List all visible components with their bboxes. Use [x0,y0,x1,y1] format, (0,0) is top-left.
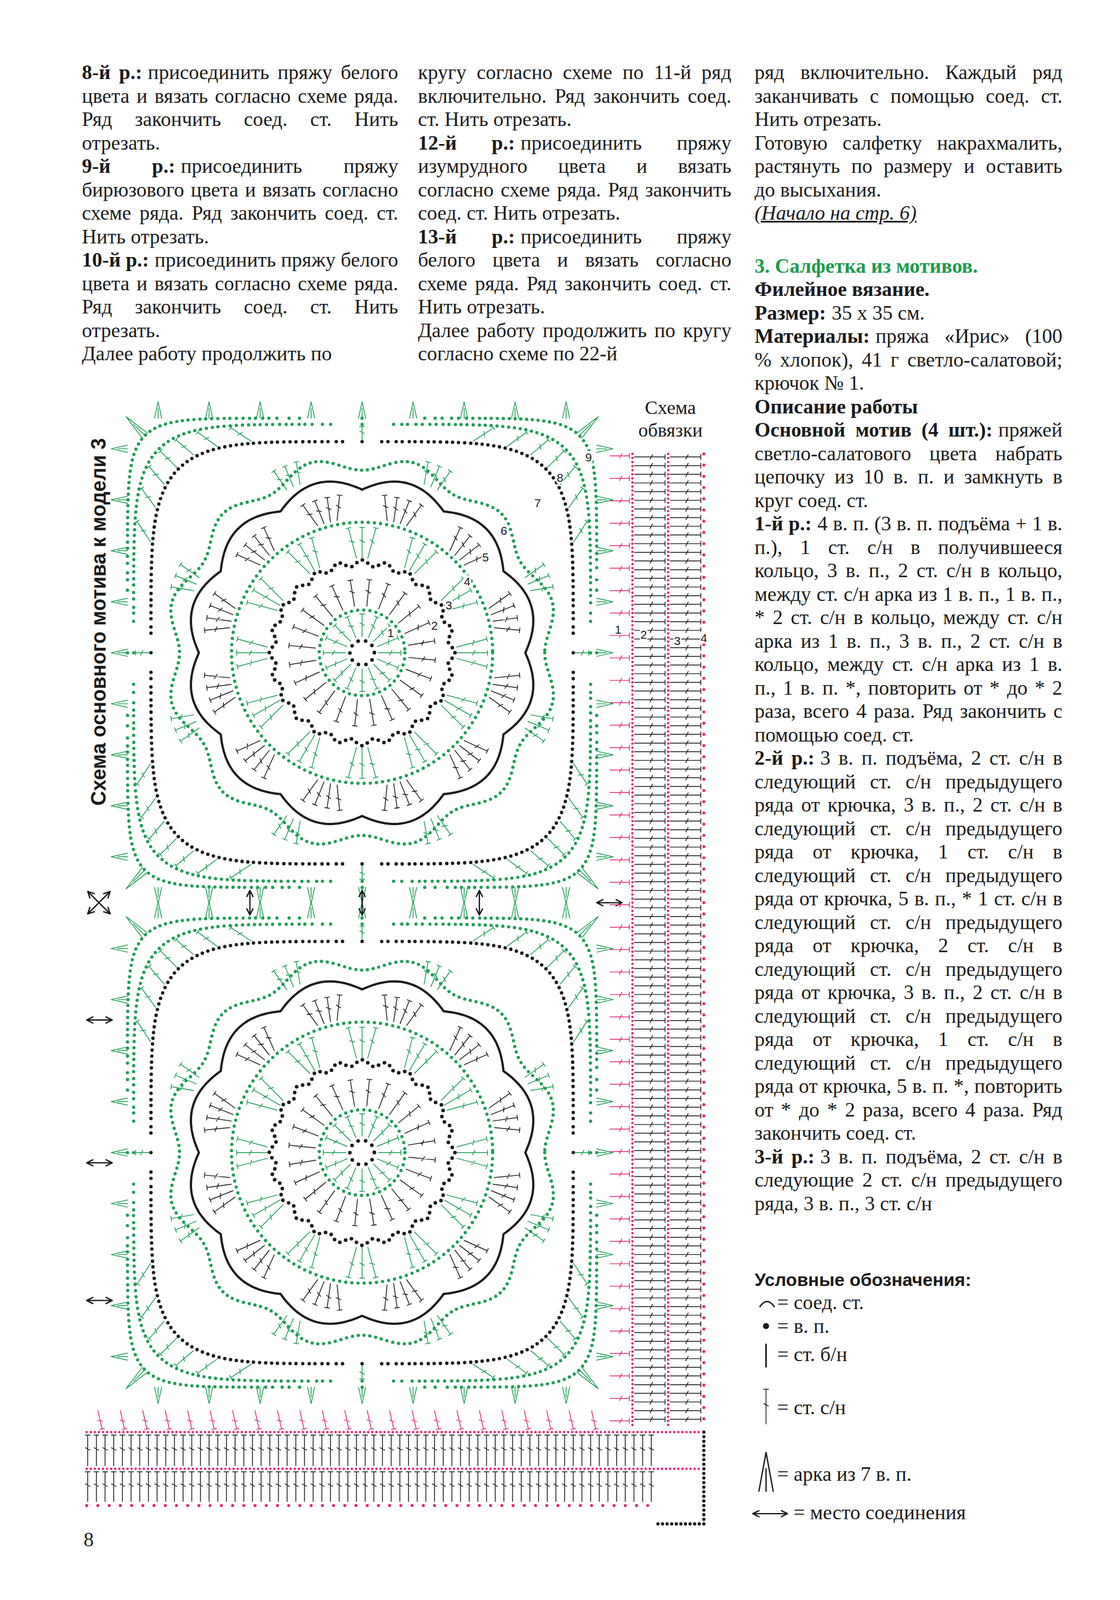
body-text: 3. Салфетка из мотивов. [754,254,978,278]
legend-heading: Условные обозначения: [754,1268,972,1292]
legend-entry: = в. п. [777,1314,830,1339]
row-number: 5 [481,551,490,564]
text-paragraph: (Начало на стр. 6) [754,201,1063,226]
page-number: 8 [83,1527,94,1552]
legend-entry: = ст. б/н [777,1342,848,1367]
text-paragraph: 10-й р.:присоединить пряжу белого цвета … [81,248,399,343]
text-paragraph: 3. Салфетка из мотивов. [754,254,1063,279]
crochet-chart [85,402,788,1527]
body-text: (Начало на стр. 6) [754,201,917,225]
bold-lead: 2-й р.: [754,746,815,770]
row-number: 3 [445,598,453,611]
legend-entry: = место соединения [793,1500,966,1525]
text-paragraph: Филейное вязание. [754,277,1063,302]
bold-lead: 8-й р.: [81,60,143,84]
text-paragraph: Размер:35 х 35 см. [754,301,1063,326]
text-column: 8-й р.:присоединить пряжу белого цвета и… [81,60,399,366]
text-column: кругу согласно схеме по 11-й ряд включит… [417,60,732,366]
bold-lead: 1-й р.: [754,512,812,535]
text-paragraph: кругу согласно схеме по 11-й ряд включит… [417,60,732,132]
row-number: 1 [386,626,395,639]
text-column: ряд включительно. Каждый ряд заканчивать… [754,60,1063,1216]
bold-lead: 3-й р.: [754,1145,815,1169]
body-text: Далее работу продолжить по [81,342,332,365]
bold-lead: 12-й р.: [417,131,516,155]
text-paragraph: 8-й р.:присоединить пряжу белого цвета и… [81,60,399,155]
body-text: кругу согласно схеме по 11-й ряд включит… [417,60,732,131]
legend-entry: = ст. с/н [777,1395,847,1420]
row-number: 1 [614,623,623,636]
row-number: 8 [556,471,565,484]
chain-dots [763,1322,770,1329]
chain-dots [149,439,575,1366]
chain-dots [267,558,457,1248]
chain-dots [656,1430,706,1526]
text-paragraph: 9-й р.:присоединить пряжу бирюзового цве… [81,154,399,249]
row-number: 4 [463,575,472,588]
text-paragraph: Далее работу продолжить по кругу согласн… [417,319,732,366]
text-paragraph: 3-й р.:3 в. п. подъёма, 2 ст. с/н в след… [754,1145,1063,1217]
text-paragraph: Основной мотив (4 шт.):пряжей светло-сал… [754,418,1063,513]
chain-dots [85,452,700,1471]
chart-title-vertical: Схема основного мотива к модели 3 [88,438,110,806]
bold-lead: 9-й р.: [81,154,176,178]
body-text: 4 в. п. (3 в. п. подъёма + 1 в. п.), 1 с… [754,512,1063,747]
row-number: 4 [699,631,708,644]
body-text: 35 х 35 см. [831,301,926,325]
body-text: Далее работу продолжить по кругу согласн… [417,319,732,366]
bold-lead: Материалы: [754,324,870,348]
bold-lead: Филейное вязание. [754,277,930,301]
row-number: 7 [533,497,542,509]
row-number: 2 [639,628,648,641]
legend-entry: = соед. ст. [777,1290,865,1315]
text-paragraph: Далее работу продолжить по [81,342,399,366]
stitch-symbols [759,1301,774,1307]
text-paragraph: Готовую салфетку накрахмалить, растянуть… [754,131,1063,203]
chain-dots [85,452,706,1507]
stitch-symbols [765,1344,767,1367]
text-paragraph: 13-й р.:присоединить пряжу белого цвета … [417,225,732,320]
row-number: 3 [673,634,682,647]
text-paragraph: ряд включительно. Каждый ряд заканчивать… [754,60,1063,132]
bold-lead: Основной мотив (4 шт.): [754,418,993,442]
text-paragraph: Описание работы [754,395,1063,420]
body-text: 3 в. п. подъёма, 2 ст. с/н в следующий с… [754,746,1063,1145]
bold-lead: Описание работы [754,395,918,418]
row-number: 2 [430,619,439,632]
row-number: 6 [499,524,508,537]
body-text: ряд включительно. Каждый ряд заканчивать… [754,60,1063,131]
text-paragraph: 2-й р.:3 в. п. подъёма, 2 ст. с/н в след… [754,746,1063,1146]
text-paragraph: 12-й р.:присоединить пряжу изумрудного ц… [417,131,732,226]
text-paragraph: 1-й р.:4 в. п. (3 в. п. подъёма + 1 в. п… [754,512,1063,747]
bold-lead: 10-й р.: [81,248,150,272]
text-paragraph: Материалы:пряжа «Ирис» (100 % хлопок), 4… [754,324,1063,396]
legend-entry: = арка из 7 в. п. [777,1462,912,1486]
body-text: Готовую салфетку накрахмалить, растянуть… [754,131,1063,202]
chart-title: Схема обвязки [613,396,727,442]
chain-dots [125,416,599,1389]
bold-lead: Размер: [754,301,826,325]
row-number: 9 [584,451,593,464]
bold-lead: 13-й р.: [417,225,516,248]
